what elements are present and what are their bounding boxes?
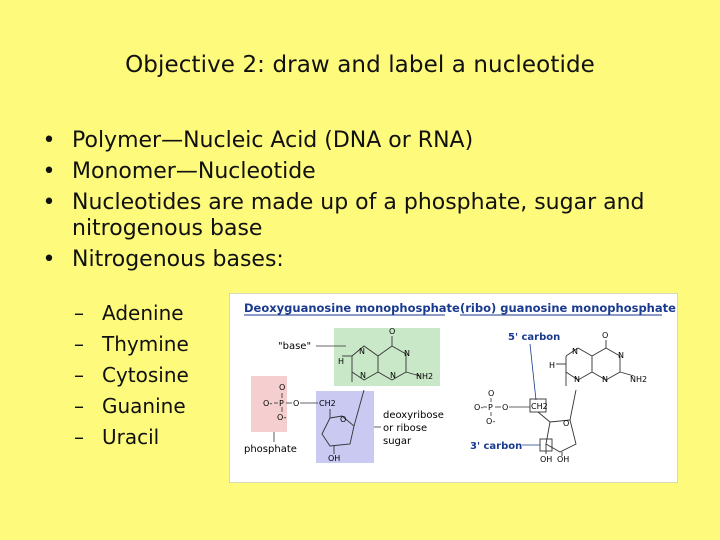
bullet-item: • Nitrogenous bases:: [40, 247, 680, 273]
atom-N: N: [404, 349, 410, 358]
bullet-text: Polymer—Nucleic Acid (DNA or RNA): [72, 128, 474, 153]
three-prime-carbon-label: 3' carbon: [470, 441, 522, 452]
atom-O: O: [293, 399, 299, 408]
bullet-item: • Polymer—Nucleic Acid (DNA or RNA): [40, 128, 680, 154]
atom-N: N: [574, 375, 580, 384]
sugar-ring-right: [537, 389, 577, 456]
atom-O: O: [389, 327, 395, 336]
base-item: –Adenine: [74, 298, 189, 329]
atom-Ominus: O-: [486, 417, 496, 426]
phosphate-bonds-right: [483, 398, 530, 416]
bullet-list: • Polymer—Nucleic Acid (DNA or RNA) • Mono…: [40, 128, 680, 278]
atom-NH2: NH2: [416, 372, 433, 381]
base-name: Adenine: [102, 301, 184, 325]
base-item: –Thymine: [74, 329, 189, 360]
atom-N: N: [360, 371, 366, 380]
base-item: –Uracil: [74, 422, 189, 453]
base-label: "base": [278, 341, 311, 352]
phosphate-highlight-box: [251, 376, 287, 432]
atom-N: N: [618, 351, 624, 360]
atom-N: N: [572, 347, 578, 356]
atom-CH2: CH2: [319, 399, 336, 408]
base-item: –Guanine: [74, 391, 189, 422]
atom-Ominus: O-: [263, 399, 273, 408]
atom-CH2: CH2: [531, 402, 548, 411]
bullet-text: Nitrogenous bases:: [72, 247, 284, 272]
guanine-ring-right: [556, 340, 635, 386]
sugar-ring-left: [321, 389, 365, 454]
base-name: Cytosine: [102, 363, 189, 387]
left-figure-title: Deoxyguanosine monophosphate: [244, 301, 460, 315]
sub-marker: –: [74, 363, 84, 387]
atom-N: N: [390, 371, 396, 380]
bullet-marker: •: [42, 159, 56, 184]
bullet-text: Monomer—Nucleotide: [72, 159, 316, 184]
bullet-marker: •: [42, 190, 56, 215]
sugar-label-line1: deoxyribose: [383, 410, 444, 421]
base-name: Guanine: [102, 394, 186, 418]
sub-marker: –: [74, 301, 84, 325]
atom-H: H: [549, 361, 555, 370]
atom-O: O: [502, 403, 508, 412]
atom-Ominus: O-: [277, 413, 287, 422]
bullet-marker: •: [42, 247, 56, 272]
atom-P: P: [279, 399, 284, 408]
atom-O: O: [340, 415, 346, 424]
five-prime-pointer: [529, 343, 537, 401]
bullet-text: Nucleotides are made up of a phosphate, …: [72, 190, 645, 241]
bullet-item: • Monomer—Nucleotide: [40, 159, 680, 185]
sugar-label-line3: sugar: [383, 436, 412, 447]
sub-marker: –: [74, 332, 84, 356]
atom-OH: OH: [540, 455, 552, 464]
bullet-marker: •: [42, 128, 56, 153]
atom-O: O: [279, 383, 285, 392]
atom-O: O: [488, 389, 494, 398]
atom-O: O: [563, 419, 569, 428]
atom-NH2: NH2: [630, 375, 647, 384]
nucleotide-figure: Deoxyguanosine monophosphate (ribo) guan…: [229, 293, 678, 483]
phosphate-label: phosphate: [244, 444, 297, 455]
atom-N: N: [359, 347, 365, 356]
base-name: Thymine: [102, 332, 189, 356]
sub-marker: –: [74, 425, 84, 449]
atom-P: P: [488, 403, 493, 412]
atom-O: O: [602, 331, 608, 340]
atom-OH: OH: [328, 454, 340, 463]
sub-marker: –: [74, 394, 84, 418]
atom-Ominus: O-: [474, 403, 484, 412]
bases-list: –Adenine –Thymine –Cytosine –Guanine –Ur…: [74, 298, 189, 453]
slide-title: Objective 2: draw and label a nucleotide: [125, 52, 595, 78]
bullet-item: • Nucleotides are made up of a phosphate,…: [40, 190, 672, 242]
atom-H: H: [338, 357, 344, 366]
nucleotide-diagram: Deoxyguanosine monophosphate (ribo) guan…: [244, 301, 676, 464]
atom-OH: OH: [557, 455, 569, 464]
right-figure-title: (ribo) guanosine monophosphate: [460, 301, 676, 315]
atom-N: N: [602, 375, 608, 384]
base-item: –Cytosine: [74, 360, 189, 391]
five-prime-carbon-label: 5' carbon: [508, 332, 560, 343]
base-name: Uracil: [102, 425, 160, 449]
guanine-ring-left: [342, 336, 421, 382]
sugar-label-line2: or ribose: [383, 423, 427, 434]
